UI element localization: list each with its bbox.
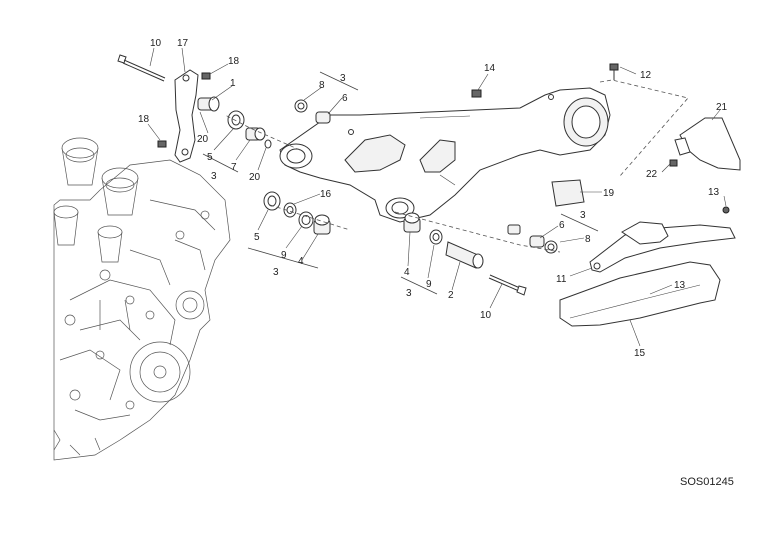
callout-1: 1 bbox=[230, 78, 236, 89]
bearing-4-left bbox=[313, 214, 331, 235]
engine-block bbox=[53, 137, 231, 461]
callout-6-lower: 6 bbox=[559, 220, 565, 231]
group-line-3e bbox=[400, 276, 438, 295]
ring-8-lower bbox=[544, 240, 558, 254]
callout-20-left: 20 bbox=[197, 134, 209, 145]
bolt-12 bbox=[609, 63, 619, 80]
seal-5-lower bbox=[263, 191, 281, 211]
ring-20 bbox=[264, 139, 272, 149]
bolt-14 bbox=[471, 89, 482, 98]
swingarm bbox=[279, 87, 611, 223]
callout-14: 14 bbox=[484, 63, 496, 74]
bushing-6-lower bbox=[529, 235, 545, 248]
axis-line-right bbox=[599, 79, 689, 177]
mounting-bracket bbox=[174, 69, 199, 163]
callout-2: 2 bbox=[448, 290, 454, 301]
bolt-10-lower bbox=[488, 274, 527, 296]
callout-15: 15 bbox=[634, 348, 646, 359]
callout-10-lower: 10 bbox=[480, 310, 492, 321]
callout-8-upper: 8 bbox=[319, 80, 325, 91]
chain-slider-15 bbox=[559, 261, 721, 327]
ring-9-right bbox=[429, 229, 443, 245]
callout-3-lower-left: 3 bbox=[273, 267, 279, 278]
callout-5-upper: 5 bbox=[207, 152, 213, 163]
callout-21: 21 bbox=[716, 102, 728, 113]
callout-10-upper: 10 bbox=[150, 38, 162, 49]
chain-guard-bracket-11 bbox=[589, 221, 736, 273]
callout-12: 12 bbox=[640, 70, 652, 81]
seal-5-upper bbox=[227, 110, 245, 130]
bolt-18-lower bbox=[157, 140, 167, 148]
group-line-3a bbox=[202, 153, 239, 173]
callout-18-upper: 18 bbox=[228, 56, 240, 67]
ring-8-upper bbox=[294, 99, 308, 113]
callout-11: 11 bbox=[556, 274, 567, 285]
bushing-1 bbox=[197, 96, 220, 112]
callout-18-lower: 18 bbox=[138, 114, 150, 125]
callout-20-right: 20 bbox=[249, 172, 261, 183]
callout-3-upper-right: 3 bbox=[340, 73, 346, 84]
callout-3-upper-left: 3 bbox=[211, 171, 217, 182]
callout-17: 17 bbox=[177, 38, 189, 49]
group-line-3b bbox=[319, 71, 359, 91]
callout-13-bottom: 13 bbox=[674, 280, 686, 291]
bolt-18-upper bbox=[201, 72, 211, 80]
ring-16 bbox=[283, 202, 297, 218]
diagram-reference-code: SOS01245 bbox=[680, 476, 734, 488]
callout-8-lower: 8 bbox=[585, 234, 591, 245]
callout-9-left: 9 bbox=[281, 250, 287, 261]
bushing-6-upper bbox=[315, 111, 331, 124]
callout-22: 22 bbox=[646, 169, 658, 180]
callout-numbers: 10 17 18 1 18 20 5 3 7 20 3 8 6 14 12 21… bbox=[138, 38, 728, 359]
callout-7: 7 bbox=[231, 162, 237, 173]
callout-6-upper: 6 bbox=[342, 93, 348, 104]
bearing-7 bbox=[245, 127, 266, 141]
axis-line-upper bbox=[224, 114, 301, 151]
spacer-right bbox=[507, 224, 521, 235]
leader-lines bbox=[147, 47, 727, 347]
bolt-10-upper bbox=[117, 54, 166, 82]
callout-19: 19 bbox=[603, 188, 615, 199]
group-line-3c bbox=[247, 247, 319, 269]
axis-line-lower bbox=[394, 211, 561, 253]
cover-21 bbox=[674, 117, 741, 171]
callout-9-right: 9 bbox=[426, 279, 432, 290]
bearing-4-right bbox=[403, 212, 421, 233]
screw-13-top bbox=[722, 206, 730, 214]
callout-16: 16 bbox=[320, 189, 332, 200]
callout-5-lower: 5 bbox=[254, 232, 260, 243]
callout-3-bottom: 3 bbox=[406, 288, 412, 299]
screw-22 bbox=[669, 159, 678, 167]
group-line-3d bbox=[560, 213, 599, 232]
callout-13-top: 13 bbox=[708, 187, 720, 198]
sticker-19 bbox=[551, 179, 585, 207]
callout-4-right: 4 bbox=[404, 267, 410, 278]
spacer-2 bbox=[445, 241, 484, 269]
callout-3-lower-right: 3 bbox=[580, 210, 586, 221]
callout-4-left: 4 bbox=[298, 256, 304, 267]
ring-9-left bbox=[298, 211, 314, 229]
